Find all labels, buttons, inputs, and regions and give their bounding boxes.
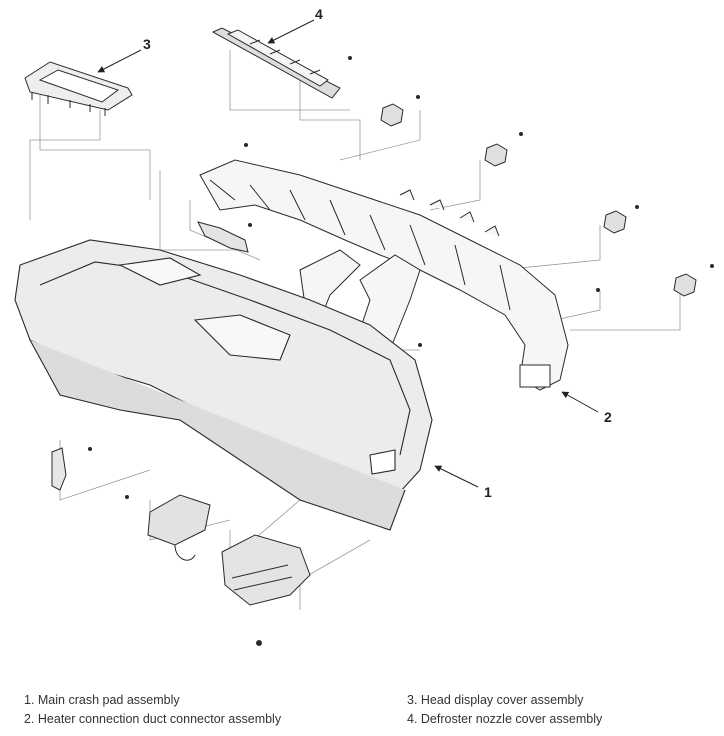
legend-right-column: 3. Head display cover assembly 4. Defros… — [407, 691, 602, 729]
airbag-module-part — [221, 534, 311, 606]
legend-left-column: 1. Main crash pad assembly 2. Heater con… — [24, 691, 281, 729]
callout-label-2: 2 — [604, 409, 612, 425]
defroster-nozzle-cover-part — [211, 27, 341, 99]
main-crash-pad-part — [14, 239, 433, 531]
switch-module-part — [147, 494, 211, 561]
callout-arrow-3 — [97, 49, 142, 73]
legend-item-heater-duct: 2. Heater connection duct connector asse… — [24, 712, 282, 726]
legend-item-head-display-cover: 3. Head display cover assembly — [407, 693, 584, 707]
side-bracket-part — [51, 447, 67, 491]
mounting-bracket-part — [197, 221, 249, 253]
clip-parts — [380, 103, 697, 297]
callout-label-4: 4 — [315, 6, 323, 22]
exploded-parts-diagram: 1 2 3 4 — [14, 6, 714, 646]
head-display-cover-part — [24, 61, 133, 116]
callout-arrow-4 — [267, 19, 315, 44]
legend-item-defroster-cover: 4. Defroster nozzle cover assembly — [407, 712, 603, 726]
screw-parts — [88, 56, 714, 646]
callout-label-3: 3 — [143, 36, 151, 52]
callout-arrow-1 — [434, 465, 479, 488]
callout-arrows — [97, 19, 599, 488]
legend-item-main-crash-pad: 1. Main crash pad assembly — [24, 693, 180, 707]
callout-label-1: 1 — [484, 484, 492, 500]
callout-arrow-2 — [561, 391, 599, 413]
